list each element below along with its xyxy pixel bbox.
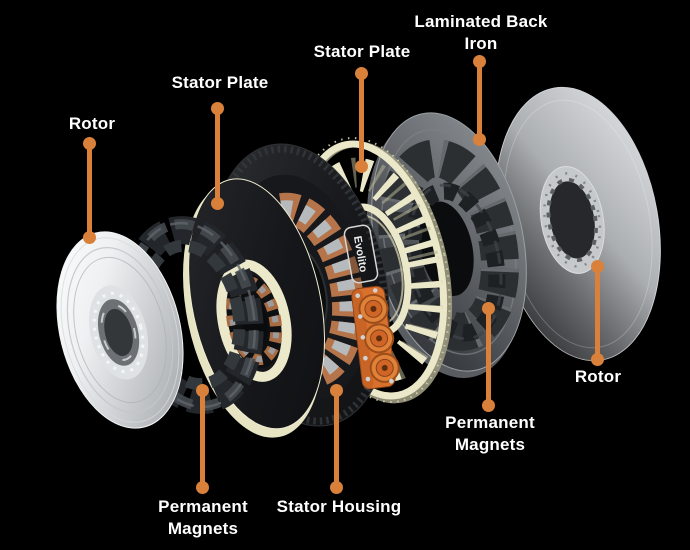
label-rotor-right: Rotor	[574, 367, 622, 386]
stator-plate-front-annulus	[216, 259, 292, 382]
housing-cooling-ribs	[211, 145, 389, 425]
leader-stator-plate-left	[211, 102, 224, 210]
leader-permanent-magnets-right	[481, 302, 495, 412]
connector-port-1	[358, 293, 389, 324]
connector-port-3	[369, 352, 400, 383]
label-permanent-magnets-left: Permanent Magnets	[158, 497, 248, 538]
leader-laminated-back-iron	[472, 55, 486, 146]
connector-port-2	[364, 323, 395, 354]
phase-connector	[351, 285, 400, 390]
rotor-rear-bolt-holes	[543, 172, 602, 268]
brand-badge-frame	[343, 224, 379, 284]
leader-stator-plate-center	[354, 67, 368, 173]
leader-rotor-right	[590, 260, 604, 366]
winding-cores	[239, 200, 357, 381]
rotor-front-bore	[104, 308, 133, 356]
label-rotor-left: Rotor	[68, 114, 116, 133]
label-stator-plate-left: Stator Plate	[171, 73, 269, 92]
label-permanent-magnets-right: Permanent Magnets	[445, 413, 535, 454]
leader-rotor-left	[82, 137, 96, 244]
permanent-magnets-rear	[404, 182, 506, 342]
connector-screws	[355, 288, 394, 384]
rotor-front-bolt-pattern	[92, 291, 145, 374]
rotor-rear-bore	[549, 181, 595, 259]
leader-stator-housing	[329, 384, 343, 494]
rear-magnet-teeth	[404, 182, 506, 342]
rotor-front	[56, 231, 184, 429]
leader-permanent-magnets-left	[196, 384, 209, 494]
brand-badge: Evolito	[343, 224, 379, 284]
rotor-rear	[495, 86, 661, 362]
label-stator-plate-center: Stator Plate	[313, 42, 411, 61]
label-stator-housing: Stator Housing	[276, 497, 402, 516]
label-laminated-back-iron: Laminated Back Iron	[414, 12, 548, 53]
